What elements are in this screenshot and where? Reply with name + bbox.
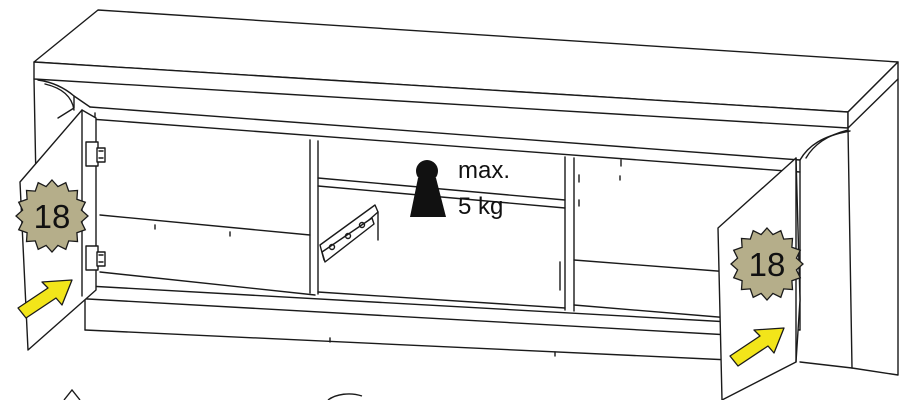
drawer-slide [319,204,379,263]
step-badge-right-number: 18 [749,246,786,283]
max-weight-label: max. [458,157,510,184]
left-door-hinge-bottom [85,245,106,271]
cabinet-interior [69,106,801,361]
step-badge-right: 18 [730,227,804,301]
push-arrow-icon-right [729,327,785,367]
top-panel [33,9,899,129]
step-badge-left: 18 [15,179,89,253]
push-arrow-icon-left [17,279,73,319]
step-badge-left-number: 18 [34,198,71,235]
weight-icon [410,160,446,217]
cropped-bottom-marks [63,388,363,400]
left-door-hinge-top [85,141,106,167]
max-weight-value: 5 kg [458,193,503,220]
